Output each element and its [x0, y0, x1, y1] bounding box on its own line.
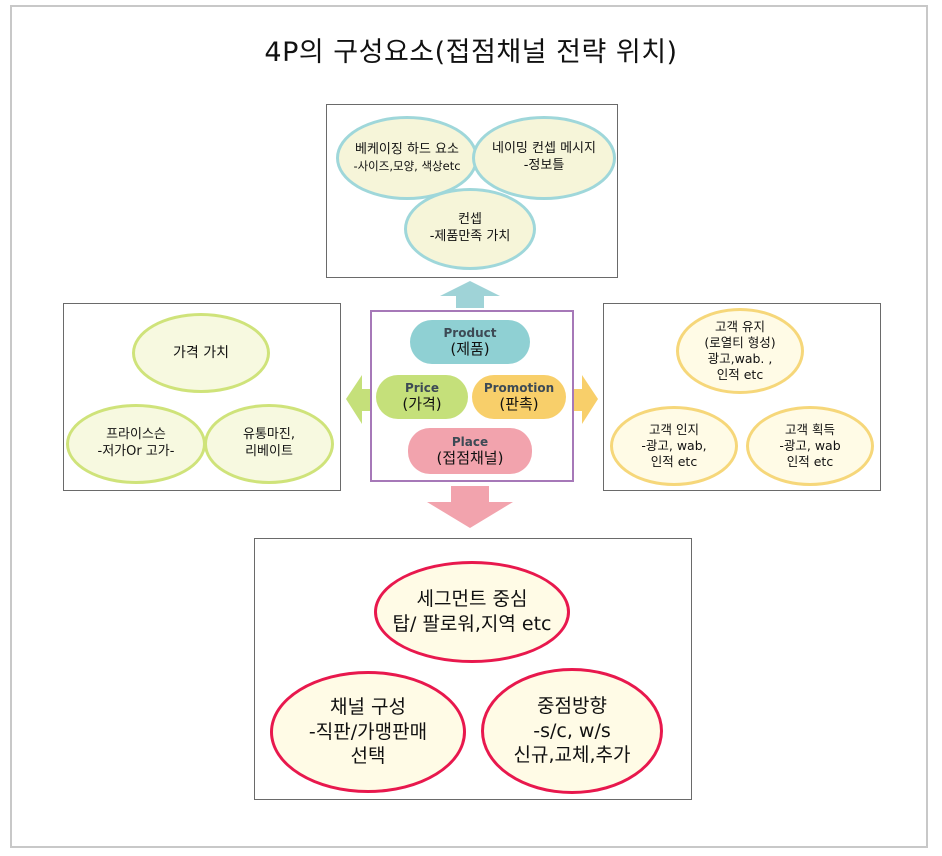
promotion-pill: Promotion (판촉)	[472, 375, 566, 419]
product-pill: Product (제품)	[410, 320, 530, 364]
arrow-right	[572, 375, 598, 424]
concept-ellipse: 컨셉 -제품만족 가치	[404, 188, 536, 270]
retention-ellipse: 고객 유지 (로열티 형성) 광고,wab. , 인적 etc	[676, 308, 804, 394]
arrow-up	[440, 281, 500, 308]
channel-ellipse: 채널 구성 -직판/가맹판매 선택	[270, 671, 466, 793]
price-pill: Price (가격)	[376, 375, 468, 419]
packaging-ellipse: 베케이징 하드 요소 -사이즈,모양, 색상etc	[336, 116, 478, 200]
margin-ellipse: 유통마진, 리베이트	[204, 404, 334, 484]
segment-ellipse: 세그먼트 중심 탑/ 팔로워,지역 etc	[374, 561, 570, 663]
price-value-ellipse: 가격 가치	[132, 313, 270, 393]
arrow-down	[427, 486, 513, 528]
diagram-title: 4P의 구성요소(접점채널 전략 위치)	[264, 37, 678, 68]
awareness-ellipse: 고객 인지 -광고, wab, 인적 etc	[610, 406, 738, 486]
arrow-left	[346, 375, 372, 424]
pricing-ellipse: 프라이스슨 -저가Or 고가-	[66, 404, 206, 484]
focus-ellipse: 중점방향 -s/c, w/s 신규,교체,추가	[481, 668, 663, 794]
naming-ellipse: 네이밍 컨셉 메시지 -정보틀	[472, 116, 616, 200]
outer-frame	[10, 5, 928, 848]
place-pill: Place (접점채널)	[408, 428, 532, 474]
acquisition-ellipse: 고객 획득 -광고, wab 인적 etc	[746, 406, 874, 486]
